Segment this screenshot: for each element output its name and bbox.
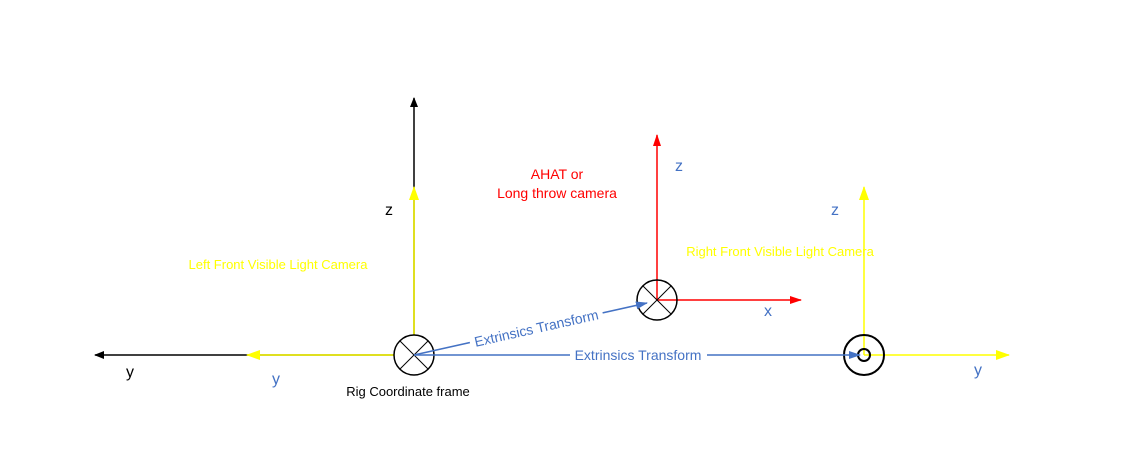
transform-label-ahat: Extrinsics Transform: [473, 306, 600, 349]
rig-y-label: y: [126, 364, 134, 381]
rig-frame-label: Rig Coordinate frame: [346, 384, 470, 399]
right-camera-y-label: y: [974, 362, 982, 379]
right-camera-label: Right Front Visible Light Camera: [686, 244, 874, 259]
ahat-x-label: x: [764, 303, 772, 320]
right-camera-z-label: z: [831, 202, 839, 219]
ahat-label-line1: AHAT or: [531, 166, 584, 182]
transform-label-right: Extrinsics Transform: [575, 347, 702, 363]
ahat-origin-into-page-icon: [636, 279, 678, 321]
ahat-label-line2: Long throw camera: [497, 185, 617, 201]
rig-z-label: z: [385, 202, 393, 219]
left-camera-label: Left Front Visible Light Camera: [189, 257, 369, 272]
left-camera-y-label: y: [272, 371, 280, 388]
ahat-z-label: z: [675, 158, 683, 175]
